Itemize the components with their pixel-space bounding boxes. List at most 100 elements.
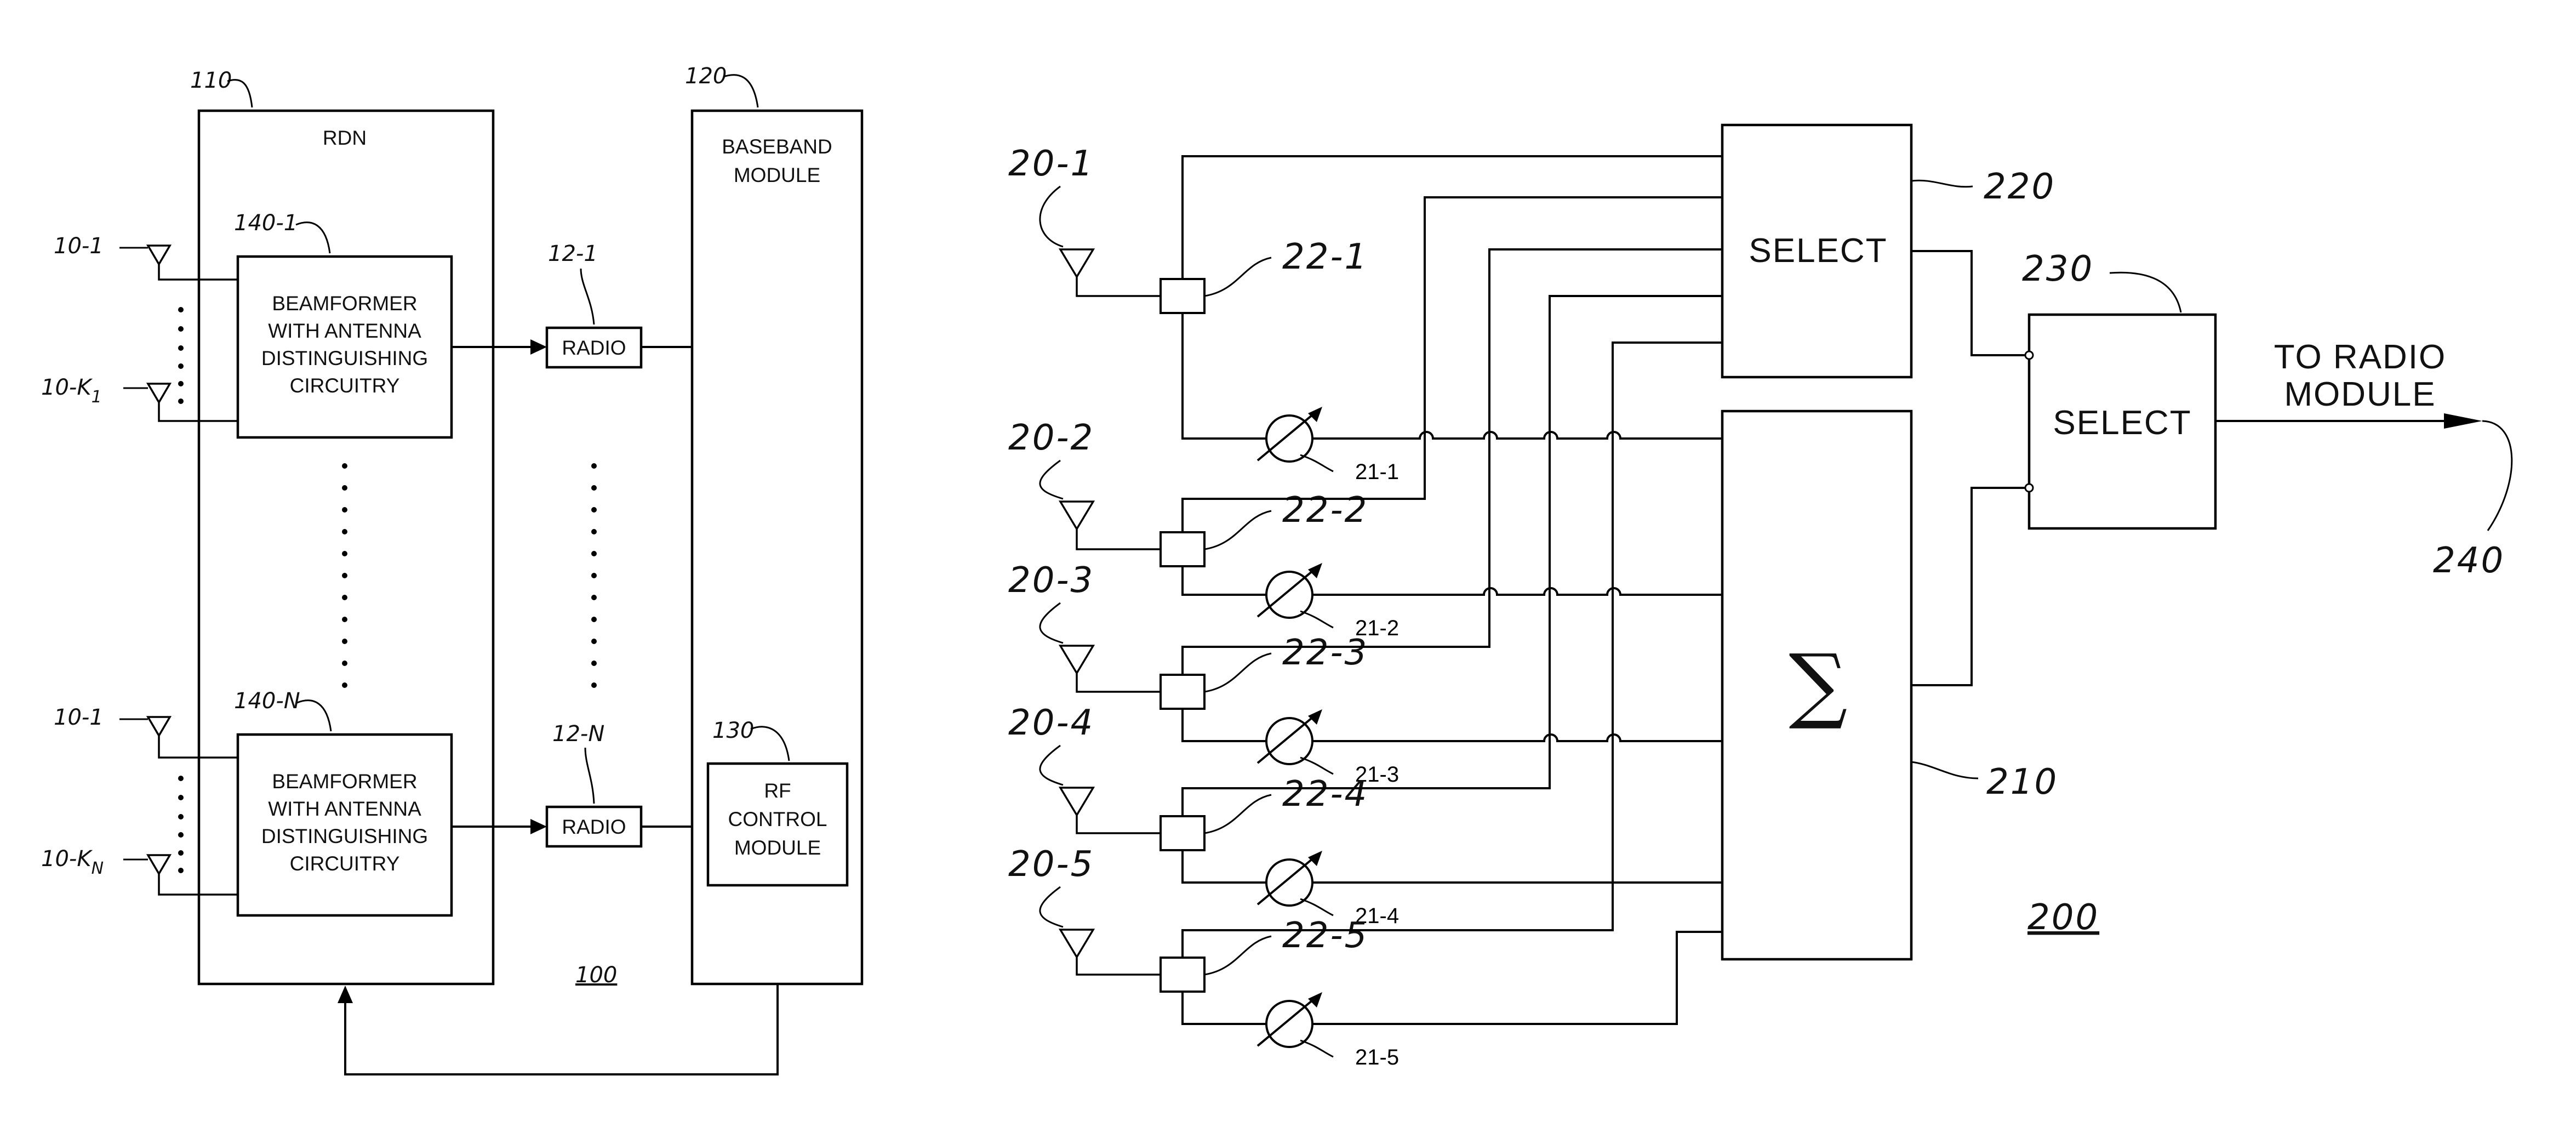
rdn-ref: 110 (190, 68, 232, 93)
sum-210-leader (1911, 762, 1978, 778)
dot (178, 363, 184, 369)
select-220-label: SELECT (1749, 232, 1887, 270)
antenna-leader (1040, 603, 1063, 643)
splitter-label: 22-3 (1282, 633, 1368, 673)
radio-ellipsis-dots (591, 463, 597, 688)
beamformer-1-line-2: WITH ANTENNA (268, 320, 421, 342)
baseband-label-2: MODULE (734, 164, 820, 186)
antenna-icon (1060, 930, 1161, 975)
beamformer-n-line-1: BEAMFORMER (272, 770, 417, 793)
sum-feed-wire-left (1183, 709, 1266, 741)
rf-control-ref: 130 (712, 718, 754, 743)
dot (178, 345, 184, 351)
select-230-ref: 230 (2022, 249, 2094, 289)
beamformer-1-line-1: BEAMFORMER (272, 292, 417, 315)
rf-control-line-2: CONTROL (728, 808, 827, 830)
antenna-10-1-top-label: 10-1 (54, 234, 104, 259)
radio-1-ref: 12-1 (548, 241, 598, 266)
splitter-label: 22-2 (1282, 490, 1368, 531)
dot (178, 399, 184, 404)
antenna-10-kn-sub: N (92, 859, 104, 878)
phase-shifter-label: 21-5 (1355, 1045, 1399, 1069)
radio-1-label: RADIO (562, 337, 626, 359)
figure-200: SELECT 220 ∑ 210 SELECT 230 TO RADIO MOD… (1008, 125, 2512, 1069)
feedback-wire (345, 984, 778, 1074)
beamformer-n-ref: 140-N (234, 688, 300, 714)
beamformer-1-leader (296, 223, 330, 253)
antenna-10-kn-base: 10-K (41, 846, 93, 872)
beamformer-1-ref: 140-1 (234, 210, 298, 236)
baseband-ref: 120 (685, 64, 727, 89)
antenna-10-1-bottom-label: 10-1 (54, 705, 104, 730)
splitter-leader (1204, 795, 1271, 833)
arrow-head-icon (530, 819, 547, 834)
sum-feed-wire-left (1183, 313, 1266, 439)
splitter-box (1161, 675, 1204, 709)
dot (178, 814, 184, 819)
select-220-to-230-wire (1911, 251, 2029, 355)
output-240-leader (2482, 421, 2512, 531)
junction-dot (2025, 351, 2033, 359)
antenna-10-kn-label: 10-KN (41, 846, 104, 878)
splitter-leader (1204, 653, 1271, 692)
phase-shifter-leader (1300, 1040, 1333, 1057)
antenna-10-k1-base: 10-K (41, 375, 93, 400)
splitter-box (1161, 532, 1204, 566)
sum-to-select-230-wire (1911, 488, 2029, 685)
output-240-ref: 240 (2433, 540, 2505, 581)
select-220-leader (1911, 180, 1973, 187)
antenna-label: 20-1 (1008, 144, 1094, 184)
baseband-leader (723, 75, 758, 107)
radio-n-leader (585, 748, 594, 804)
antenna-leader (1040, 186, 1063, 247)
fig-100-ref: 100 (575, 963, 617, 988)
select-230-leader (2110, 272, 2181, 312)
phase-shifter-leader (1300, 899, 1333, 915)
arrow-up-icon (338, 986, 353, 1003)
arrow-head-icon (530, 339, 547, 355)
antenna-icon (1060, 249, 1161, 296)
splitter-box (1161, 958, 1204, 992)
dot (178, 381, 184, 386)
phase-shifter-icon (1266, 1001, 1312, 1047)
phase-shifter-arrow (1308, 709, 1322, 725)
phase-shifter-leader (1300, 758, 1333, 774)
splitter-box (1161, 816, 1204, 850)
antenna-leader (1040, 460, 1063, 499)
splitter-leader (1204, 258, 1271, 296)
sum-feed-wire-left (1183, 566, 1266, 595)
splitter-label: 22-4 (1282, 774, 1368, 815)
fig-200-ref: 200 (2027, 897, 2099, 938)
antenna-icon (1060, 788, 1161, 833)
output-label-2: MODULE (2284, 375, 2436, 413)
phase-shifter-icon (1266, 572, 1312, 618)
phase-shifter-label: 21-1 (1355, 460, 1399, 484)
phase-shifter-icon (1266, 718, 1312, 764)
beamformer-n-line-2: WITH ANTENNA (268, 798, 421, 820)
sum-feed-wire-right (1312, 588, 1722, 595)
baseband-label-1: BASEBAND (722, 135, 832, 158)
antenna-10-k1-label: 10-K1 (41, 375, 102, 407)
sum-feed-wire-right (1312, 735, 1722, 741)
rdn-label: RDN (323, 127, 367, 149)
phase-shifter-icon (1266, 860, 1312, 906)
sum-symbol: ∑ (1789, 637, 1847, 732)
splitter-label: 22-1 (1282, 237, 1368, 277)
phase-shifter-arrow (1308, 851, 1322, 866)
beamformer-n-leader (297, 701, 331, 731)
output-arrow-icon (2444, 413, 2482, 429)
antenna-10-k1-icon (148, 384, 238, 421)
phase-shifter-icon (1266, 415, 1312, 462)
antenna-label: 20-4 (1008, 703, 1094, 743)
splitter-leader (1204, 936, 1271, 975)
phase-shifter-leader (1300, 611, 1333, 628)
rdn-ellipsis-dots (342, 463, 347, 688)
antenna-10-k1-sub: 1 (92, 388, 102, 407)
sum-feed-wire-left (1183, 850, 1266, 883)
antenna-10-kn-icon (148, 855, 238, 895)
dot (178, 832, 184, 838)
beamformer-n-line-4: CIRCUITRY (290, 852, 400, 875)
antenna-chains: 20-122-121-120-222-221-220-322-321-320-4… (1008, 144, 1722, 1069)
antenna-label: 20-2 (1008, 418, 1094, 458)
